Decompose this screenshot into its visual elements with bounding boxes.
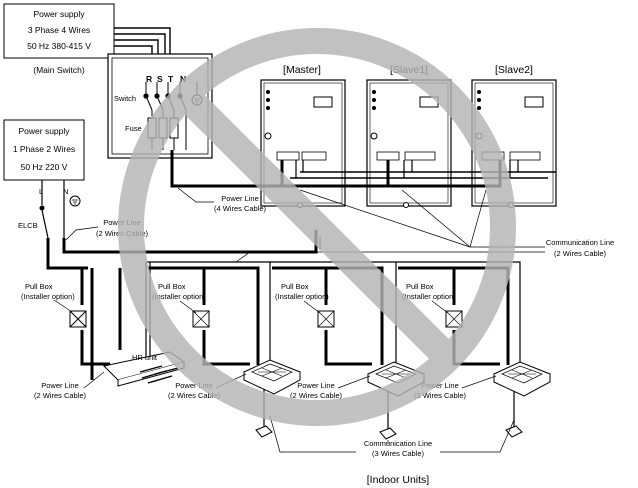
hr-unit: HR unit [102,351,186,387]
power-line-bottom-2a: Power Line [175,381,213,390]
label-s: S [157,74,163,84]
pull-box-2-b: (Installer option) [152,292,206,301]
pull-box-3-b: (Installer option) [275,292,329,301]
hr-unit-label: HR unit [132,353,158,362]
power-line-4-label-a: Power Line [221,194,259,203]
main-switch-caption: (Main Switch) [33,65,85,75]
comm-line-2-label-a: Communication Line [546,238,614,247]
pull-box-1-b: (Installer option) [21,292,75,301]
hr-power-line [80,330,110,366]
indoor-units-caption: [Indoor Units] [367,474,430,486]
pull-box-2-a: Pull Box [158,282,186,291]
label-switch: Switch [114,94,136,103]
power-line-bottom-2b: (2 Wires Cable) [168,391,221,400]
power-line-bottom-4b: (2 Wires Cable) [414,391,467,400]
comm-line-3-label-b: (3 Wires Cable) [372,449,425,458]
comm-line-2-label-b: (2 Wires Cable) [554,249,607,258]
power-line-4-label-b: (4 Wires Cable) [214,204,267,213]
pull-box-4-a: Pull Box [406,282,434,291]
power-line-bottom-1b: (2 Wires Cable) [34,391,87,400]
label-elcb: ELCB [18,221,38,230]
label-fuse: Fuse [125,124,142,133]
label-t: T [168,74,174,84]
label-n-supply: N [63,187,68,196]
prohibition-sign [118,28,516,426]
label-r: R [146,74,152,84]
label-n: N [180,74,186,84]
indoor-unit-3 [492,361,552,397]
pull-box-3: Pull Box (Installer option) [275,282,335,328]
ps3-line2: 3 Phase 4 Wires [28,25,90,35]
ps1-line2: 1 Phase 2 Wires [13,144,75,154]
pull-box-3-a: Pull Box [281,282,309,291]
power-line-bottom-1a: Power Line [41,381,79,390]
comm-line-3-label-a: Communication Line [364,439,432,448]
ps3-line1: Power supply [33,9,85,19]
outdoor-master-label: [Master] [283,64,321,76]
indoor-loop-2 [272,266,384,366]
remote-controllers [255,425,523,440]
ps1-line1: Power supply [18,126,70,136]
power-supply-1phase: Power supply 1 Phase 2 Wires 50 Hz 220 V [3,119,85,181]
ps1-line3: 50 Hz 220 V [21,162,68,172]
ps3-line3: 50 Hz 380-415 V [27,41,91,51]
pull-box-2: Pull Box (Installer option) [152,282,210,328]
label-l: L [39,187,43,196]
pull-box-4-b: (Installer option) [402,292,456,301]
outdoor-slave2-label: [Slave2] [495,64,533,76]
power-line-bottom-3a: Power Line [297,381,335,390]
power-supply-3phase: Power supply 3 Phase 4 Wires 50 Hz 380-4… [3,3,115,75]
pull-box-4: Pull Box (Installer option) [402,282,463,328]
power-line-bottom-4a: Power Line [421,381,459,390]
indoor-unit-1 [242,359,302,395]
pull-box-1-a: Pull Box [25,282,53,291]
power-line-bottom-3b: (2 Wires Cable) [290,391,343,400]
pull-box-1: Pull Box (Installer option) [21,282,87,328]
elcb-symbol [39,180,81,239]
